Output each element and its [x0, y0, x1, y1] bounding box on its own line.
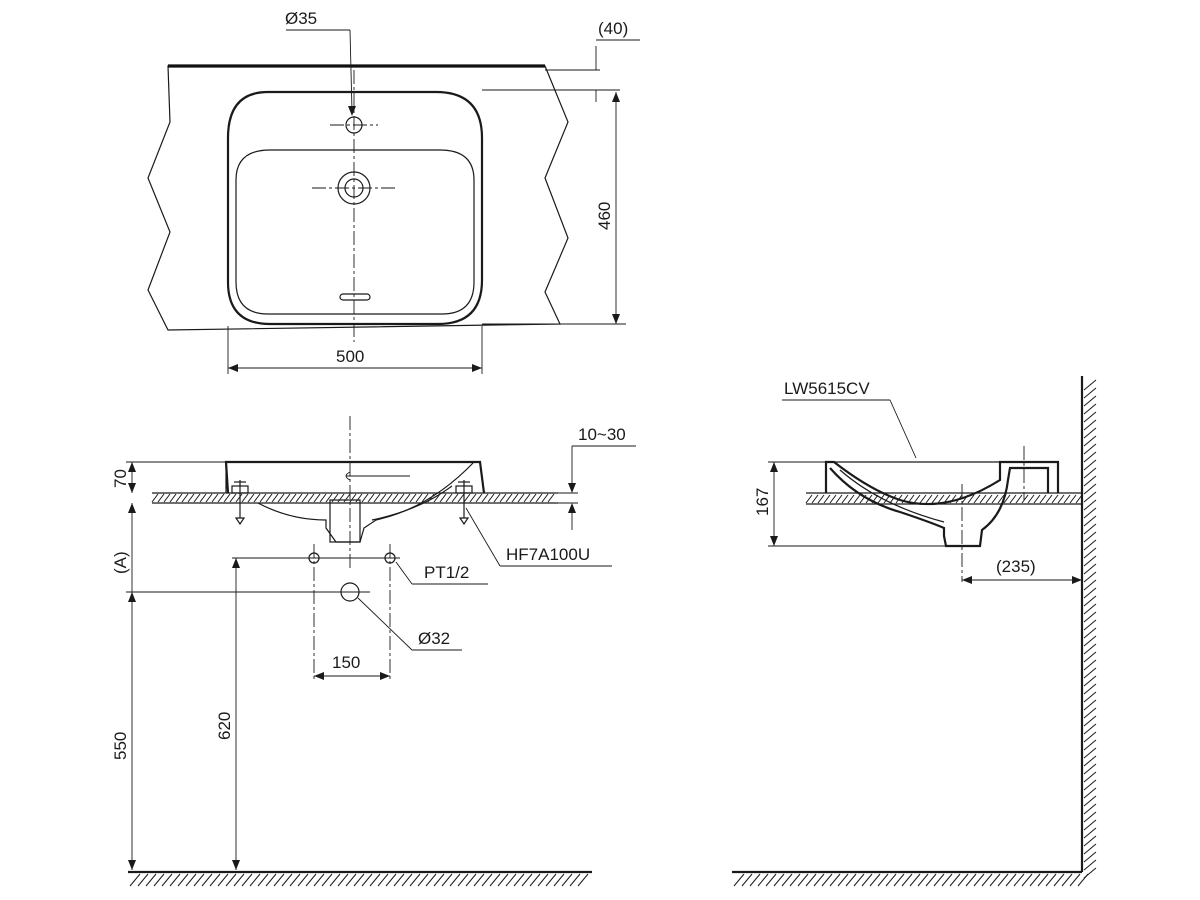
depth-460-label: 460 [595, 202, 614, 230]
plan-view: Ø35 (40) 460 500 [147, 9, 640, 374]
supply-spacing-label: 150 [332, 653, 360, 672]
front-basin-bowl [257, 461, 475, 543]
height-550-label: 550 [111, 732, 130, 760]
dim-a-label: (A) [111, 551, 130, 574]
counter-thickness-label: 10~30 [578, 425, 626, 444]
mount-clip-label: HF7A100U [506, 545, 590, 564]
side-view: LW5615CV 167 (235) [732, 376, 1097, 887]
height-70-label: 70 [111, 469, 130, 488]
front-basin-rim [224, 460, 486, 494]
side-countertop [805, 492, 1083, 505]
supply-thread-label: PT1/2 [424, 563, 469, 582]
height-167-label: 167 [753, 488, 772, 516]
front-floor [128, 870, 592, 887]
width-500-label: 500 [336, 347, 364, 366]
front-drain-body [329, 499, 361, 543]
basin-outer-rim [226, 90, 484, 326]
side-basin-section-outer [824, 460, 1060, 506]
mounting-clip-left [231, 480, 249, 526]
drain-pipe-hole [340, 582, 360, 602]
height-620-label: 620 [215, 712, 234, 740]
tap-hole-dia-label: Ø35 [285, 9, 317, 28]
side-basin-section-inner [829, 466, 1050, 548]
side-floor [732, 870, 1089, 887]
countertop-outline [147, 65, 569, 331]
front-countertop [151, 492, 558, 504]
mounting-clip-right [455, 480, 473, 526]
overflow-slot [339, 293, 371, 301]
counter-overhang-label: (40) [598, 19, 628, 38]
basin-inner-bowl [235, 149, 475, 315]
side-wall [1080, 376, 1097, 879]
front-view: 10~30 70 (A) HF7A100U PT1/2 Ø32 [111, 416, 636, 887]
drain-dia-label: Ø32 [418, 629, 450, 648]
model-label: LW5615CV [784, 379, 870, 398]
wall-offset-label: (235) [996, 557, 1036, 576]
